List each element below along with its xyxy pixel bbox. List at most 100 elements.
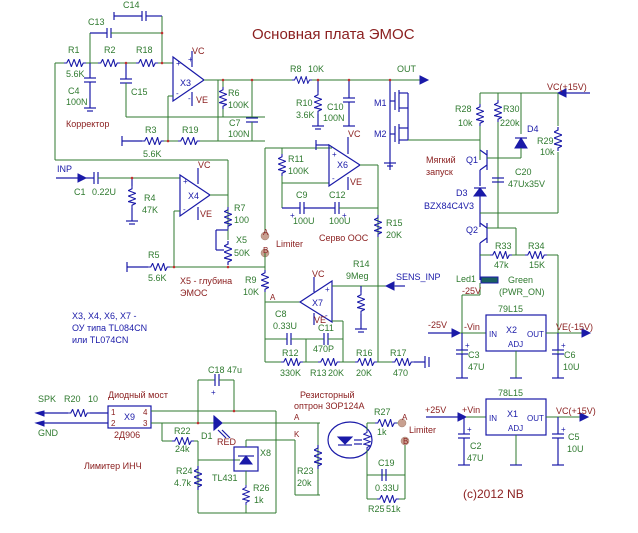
x7-a-label: A xyxy=(270,293,276,302)
depth-line2: ЭМОС xyxy=(180,288,208,298)
c6-value: 10U xyxy=(563,362,580,372)
resistor-r17 xyxy=(392,358,414,366)
d3-value: BZX84C4V3 xyxy=(424,201,474,211)
resistor-r26 xyxy=(242,485,250,505)
x4-ve-label: VE xyxy=(200,209,212,219)
c8-label: C8 xyxy=(275,309,287,319)
minus25-led-label: -25V xyxy=(462,286,481,296)
resistor-r24 xyxy=(194,466,202,490)
q2-label: Q2 xyxy=(466,225,478,235)
c3-label: C3 xyxy=(468,350,480,360)
r33-label: R33 xyxy=(495,241,512,251)
r16-label: R16 xyxy=(356,348,373,358)
svg-text:-: - xyxy=(183,205,186,214)
r16-value: 20K xyxy=(356,368,372,378)
x3-ve-label: VE xyxy=(196,95,208,105)
input-stage: + - xyxy=(56,168,265,272)
r25-value: 51k xyxy=(386,504,401,514)
resistor-r5 xyxy=(148,263,170,271)
soft-start xyxy=(461,88,590,360)
pos-regulator xyxy=(426,398,590,466)
soft-start-line2: запуск xyxy=(426,167,453,177)
r7-value: 100 xyxy=(234,215,249,225)
limiter-note-bottom: Limiter xyxy=(409,425,436,435)
x5-value: 50K xyxy=(234,248,250,258)
r10-value: 3.6K xyxy=(296,110,315,120)
r14-label: R14 xyxy=(353,259,370,269)
m1-label: M1 xyxy=(374,98,387,108)
x8-label: X8 xyxy=(260,448,271,458)
c1-label: C1 xyxy=(74,187,86,197)
x9-pin2: 2 xyxy=(111,419,116,428)
c2-label: C2 xyxy=(470,441,482,451)
resistor-r8 xyxy=(292,76,312,84)
limiter-b-label: B xyxy=(263,246,268,255)
resistor-r1 xyxy=(64,59,86,67)
x1-pin-in: IN xyxy=(489,414,497,423)
svg-text:-: - xyxy=(188,94,191,103)
opamp-note-line3: или TL074CN xyxy=(72,335,128,345)
r26-label: R26 xyxy=(253,483,270,493)
r28-value: 10k xyxy=(458,118,473,128)
c4-label: C4 xyxy=(68,86,80,96)
c6-label: C6 xyxy=(564,350,576,360)
c4-value: 100N xyxy=(66,97,88,107)
page-title: Основная плата ЭМОС xyxy=(252,26,415,43)
x2-pin-out: OUT xyxy=(527,330,544,339)
inp-label: INP xyxy=(57,164,72,174)
svg-text:+: + xyxy=(332,150,337,159)
resistor-r28 xyxy=(476,104,484,126)
c14-label: C14 xyxy=(123,0,140,10)
resistor-r23 xyxy=(314,445,322,469)
c11-label: C11 xyxy=(318,323,334,333)
r15-label: R15 xyxy=(386,218,403,228)
optocoupler-note-line1: Резисторный xyxy=(300,390,355,400)
r20-value: 10 xyxy=(88,394,98,404)
x7-ve-label: VE xyxy=(314,315,326,325)
limiter-pad-a2 xyxy=(397,418,407,428)
sense-stage: + - xyxy=(261,237,430,368)
limiter-a-label: A xyxy=(263,228,269,237)
depth-line1: X5 - глубина xyxy=(180,276,232,286)
resistor-r11 xyxy=(278,154,286,176)
green-led-line2: (PWR_ON) xyxy=(499,287,545,297)
plus25-label: +25V xyxy=(425,405,446,415)
x1-value: 78L15 xyxy=(498,388,523,398)
svg-text:+: + xyxy=(467,425,472,434)
r33-value: 47k xyxy=(494,260,509,270)
c1-value: 0.22U xyxy=(92,187,116,197)
resistor-r3 xyxy=(142,137,164,145)
c7-label: C7 xyxy=(229,118,241,128)
x9-label: X9 xyxy=(124,412,135,422)
r27-value: 1k xyxy=(377,427,387,437)
resistor-r15 xyxy=(374,215,382,237)
copyright: (c)2012 NB xyxy=(463,487,524,501)
r20-label: R20 xyxy=(64,394,81,404)
corrector-note: Корректор xyxy=(66,119,109,129)
limiter-circuit xyxy=(34,374,406,514)
x6-vc-label: VC xyxy=(348,129,361,139)
r2-label: R2 xyxy=(104,45,116,55)
r4-label: R4 xyxy=(144,193,156,203)
c20-value: 47Ux35V xyxy=(508,179,545,189)
r17-value: 470 xyxy=(393,368,408,378)
m2-label: M2 xyxy=(374,129,387,139)
resistor-r14 xyxy=(357,292,365,314)
limiter-pad-a xyxy=(260,231,270,241)
output-stage xyxy=(217,75,480,170)
r23-value: 20k xyxy=(297,478,312,488)
r6-label: R6 xyxy=(228,88,240,98)
r22-label: R22 xyxy=(174,426,191,436)
led1-green xyxy=(480,276,499,284)
x6-ve-label: VE xyxy=(350,177,362,187)
r28-label: R28 xyxy=(455,104,472,114)
c18-label: C18 xyxy=(208,365,225,375)
x1-label: X1 xyxy=(507,409,518,419)
r9-label: R9 xyxy=(245,275,257,285)
x8-value: TL431 xyxy=(212,473,238,483)
resistor-r6 xyxy=(219,87,227,109)
x2-label: X2 xyxy=(506,325,517,335)
r17-label: R17 xyxy=(390,348,407,358)
r18-label: R18 xyxy=(136,45,153,55)
x1-pin-adj: ADJ xyxy=(508,424,523,433)
